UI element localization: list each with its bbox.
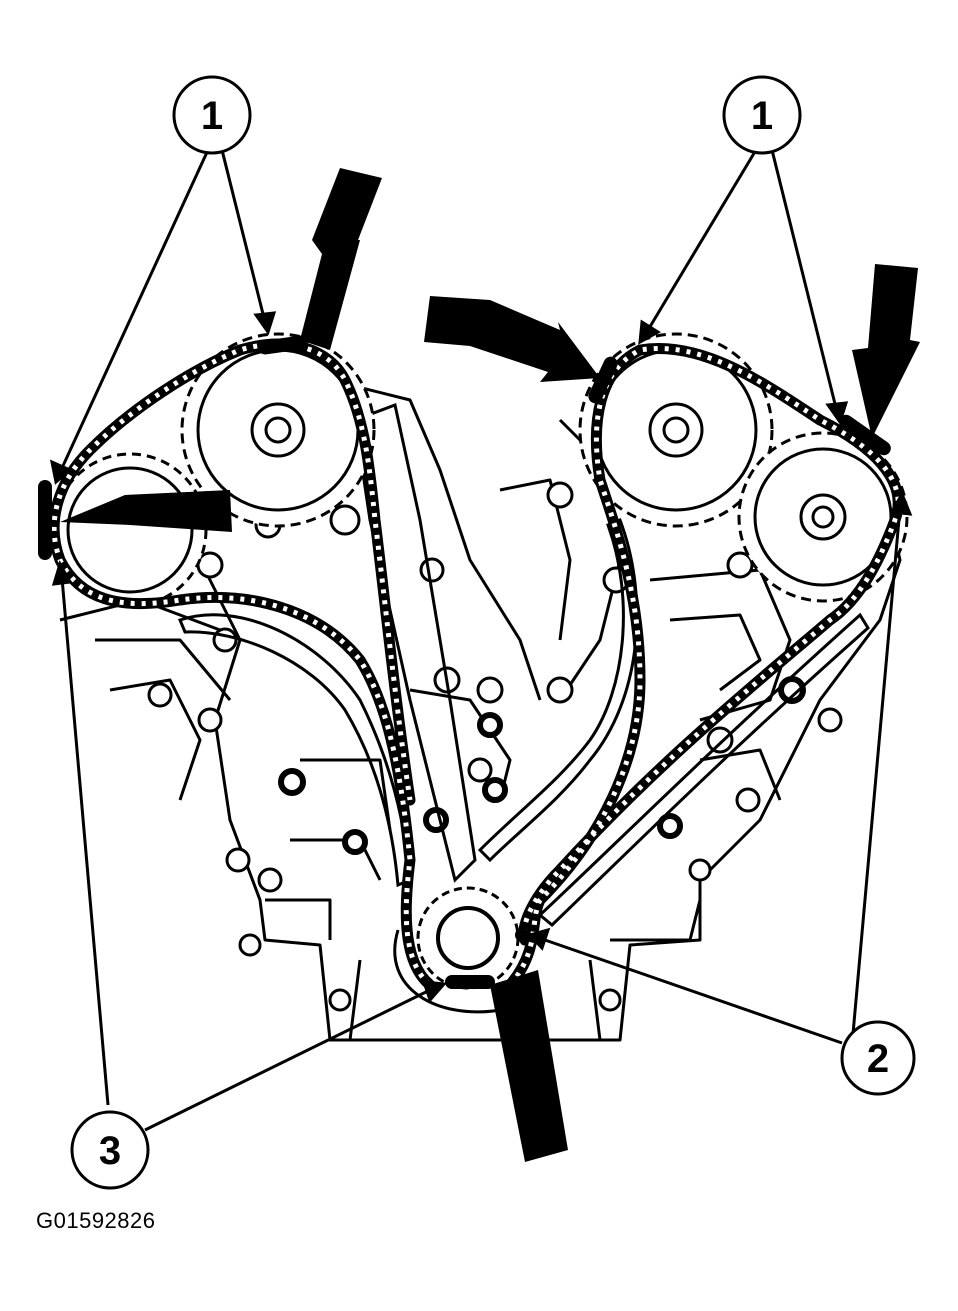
sprocket-right-intake — [578, 332, 774, 528]
timing-chain-right-links — [508, 346, 901, 987]
callout-1-right-label: 1 — [751, 94, 773, 138]
callout-1-left: 1 — [172, 75, 252, 155]
callout-1-left-label: 1 — [201, 94, 223, 138]
timing-chain-left-links — [51, 341, 432, 987]
callout-2: 2 — [840, 1020, 916, 1096]
emphasis-arrows — [60, 168, 920, 1162]
timing-marks — [38, 335, 891, 989]
sprocket-right-exhaust — [737, 431, 909, 603]
figure-id: G01592826 — [36, 1208, 156, 1233]
callout-2-label: 2 — [867, 1037, 889, 1081]
callout-3-label: 3 — [99, 1129, 121, 1173]
callout-1-right: 1 — [722, 75, 802, 155]
leader-lines — [49, 149, 913, 1132]
sprocket-left-intake — [180, 332, 376, 528]
callout-3: 3 — [70, 1110, 150, 1190]
